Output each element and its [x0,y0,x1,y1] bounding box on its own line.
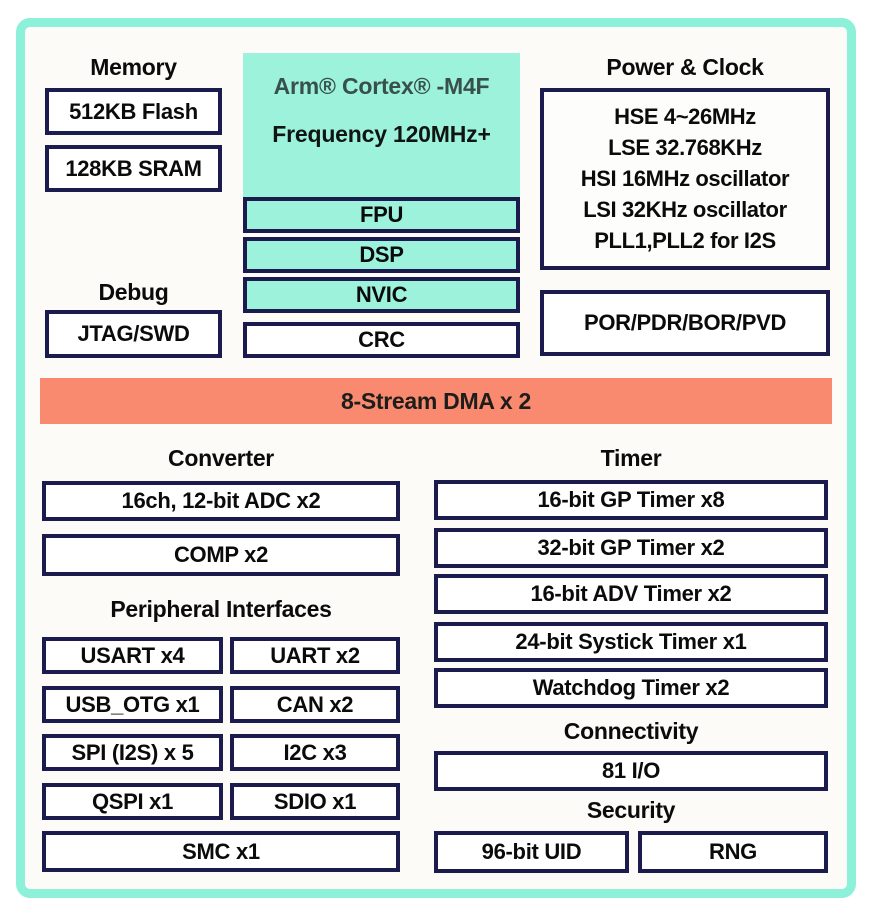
timer-watchdog-box: Watchdog Timer x2 [434,668,828,708]
cpu-block: Arm® Cortex® -M4F Frequency 120MHz+ [243,53,520,197]
timer-16bit-gp-box: 16-bit GP Timer x8 [434,480,828,520]
fpu-box: FPU [243,197,520,233]
timer-systick-box: 24-bit Systick Timer x1 [434,622,828,662]
power-clock-title: Power & Clock [606,54,764,80]
nvic-box: NVIC [243,277,520,313]
rng-box: RNG [638,831,828,873]
smc-box: SMC x1 [42,831,400,872]
adc-box: 16ch, 12-bit ADC x2 [42,481,400,521]
jtag-swd-box: JTAG/SWD [45,310,222,358]
flash-box: 512KB Flash [45,88,222,135]
timer-32bit-gp-box: 32-bit GP Timer x2 [434,528,828,568]
usb-otg-box: USB_OTG x1 [42,686,223,723]
sram-box: 128KB SRAM [45,145,222,192]
power-clock-line-hse: HSE 4~26MHz [614,104,756,129]
uart-box: UART x2 [230,637,400,674]
power-clock-box: HSE 4~26MHz LSE 32.768KHz HSI 16MHz osci… [540,88,830,270]
memory-title: Memory [90,54,177,80]
cpu-frequency: Frequency 120MHz+ [272,121,491,147]
crc-box: CRC [243,322,520,358]
dma-bar: 8-Stream DMA x 2 [40,378,832,424]
security-title: Security [586,797,676,823]
power-clock-line-lse: LSE 32.768KHz [608,135,762,160]
sdio-box: SDIO x1 [230,783,400,820]
qspi-box: QSPI x1 [42,783,223,820]
spi-i2s-box: SPI (I2S) x 5 [42,734,223,771]
dsp-box: DSP [243,237,520,273]
usart-box: USART x4 [42,637,223,674]
peripheral-interfaces-title: Peripheral Interfaces [110,596,332,622]
can-box: CAN x2 [230,686,400,723]
i2c-box: I2C x3 [230,734,400,771]
power-clock-line-hsi: HSI 16MHz oscillator [580,166,790,191]
connectivity-title: Connectivity [563,718,699,744]
comp-box: COMP x2 [42,534,400,576]
debug-title: Debug [98,279,169,305]
uid-box: 96-bit UID [434,831,629,873]
timer-title: Timer [600,445,662,471]
por-pdr-bor-pvd-box: POR/PDR/BOR/PVD [540,290,830,356]
timer-16bit-adv-box: 16-bit ADV Timer x2 [434,574,828,614]
cpu-name: Arm® Cortex® -M4F [273,73,490,99]
converter-title: Converter [168,445,274,471]
power-clock-line-lsi: LSI 32KHz oscillator [583,197,787,222]
io-box: 81 I/O [434,751,828,791]
power-clock-line-pll: PLL1,PLL2 for I2S [594,228,776,253]
